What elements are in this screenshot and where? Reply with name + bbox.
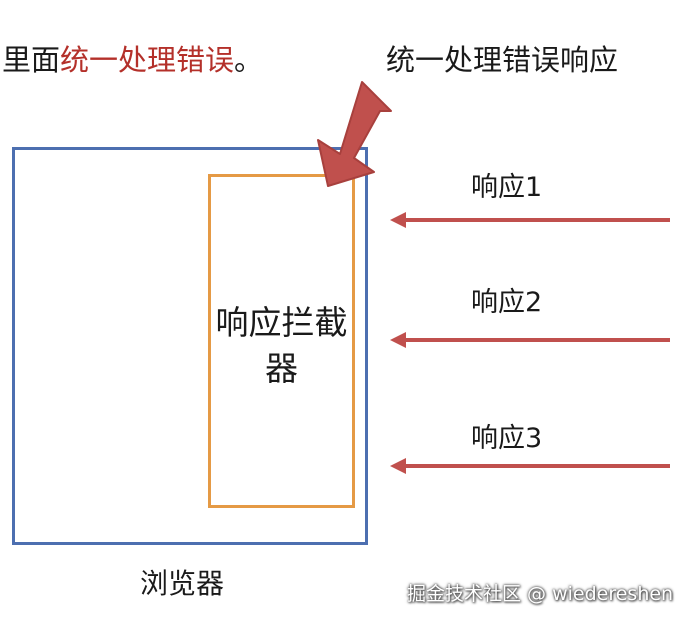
response-arrow-2 [390, 332, 670, 348]
top-text: 里面统一处理错误。 [2, 40, 263, 80]
browser-label: 浏览器 [140, 567, 225, 600]
watermark: 掘金技术社区 @ wiedereshen [407, 583, 674, 605]
callout-arrow [317, 81, 392, 187]
response-label-2: 响应2 [471, 287, 543, 318]
top-text-prefix: 里面 [2, 43, 61, 77]
interceptor-box [208, 174, 355, 508]
response-label-3: 响应3 [471, 423, 543, 454]
response-arrow-3 [390, 458, 670, 474]
top-text-highlight: 统一处理错误 [60, 43, 235, 77]
top-text-suffix: 。 [234, 43, 264, 77]
response-arrow-1 [390, 212, 670, 228]
callout-label: 统一处理错误响应 [386, 43, 619, 77]
browser-box [12, 147, 368, 545]
interceptor-label: 响应拦截器 [215, 303, 348, 388]
response-label-1: 响应1 [471, 172, 543, 203]
